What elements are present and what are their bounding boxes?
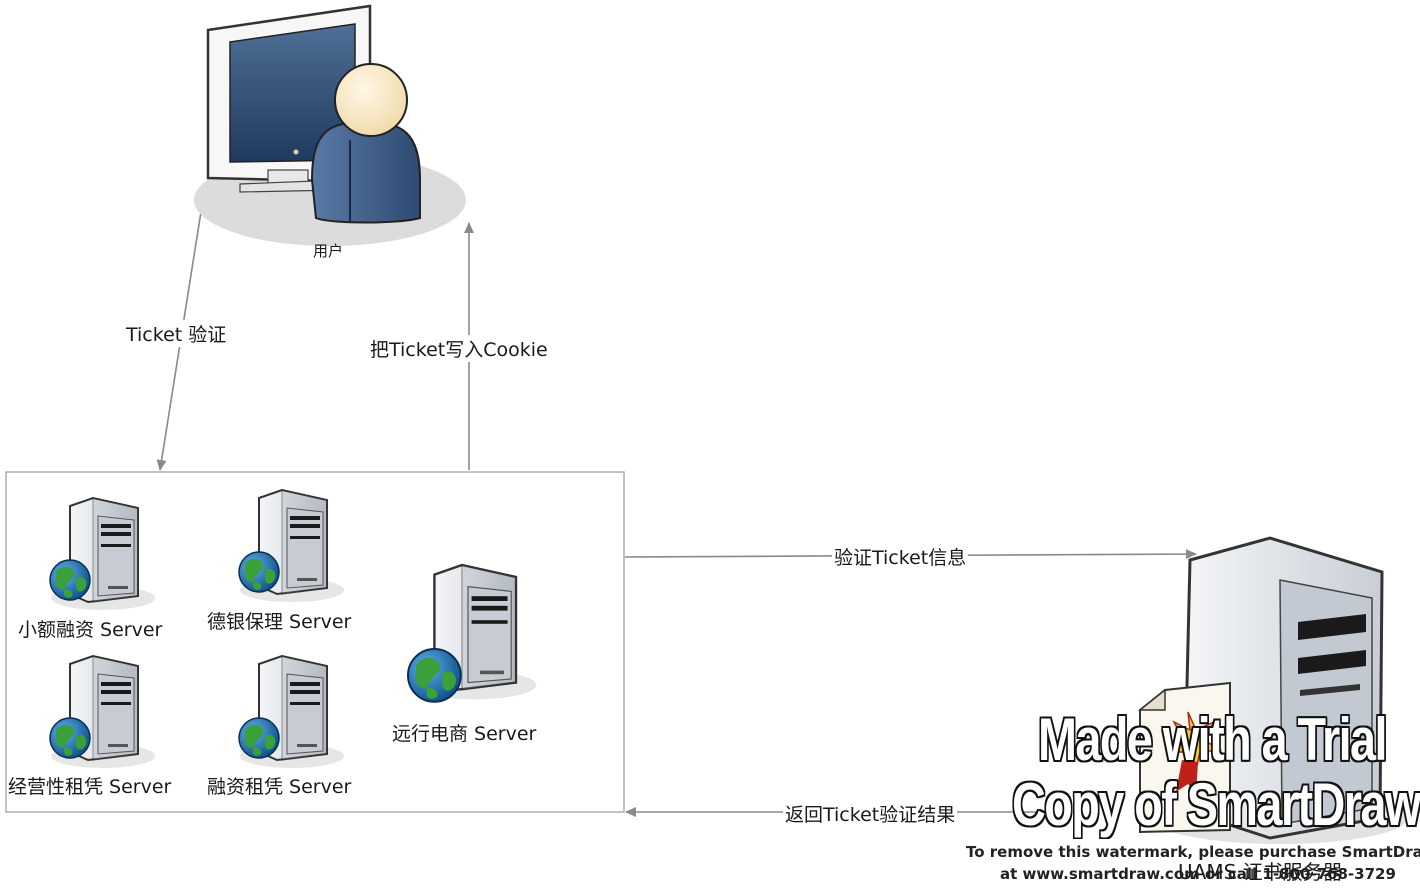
server-icon (49, 497, 156, 611)
uams-server-label: UAMS 证书服务器 (1178, 860, 1343, 884)
user-workstation-icon (194, 4, 466, 246)
server-icon (238, 489, 345, 603)
server-label: 小额融资 Server (18, 619, 163, 641)
verify-ticket-info-label: 验证Ticket信息 (832, 543, 969, 570)
server-label: 远行电商 Server (392, 723, 537, 745)
uams-server-icon (1137, 536, 1408, 844)
server-label: 融资租凭 Server (207, 776, 352, 798)
watermark-line1: Made with a Trial (1038, 706, 1388, 773)
server-icon (407, 563, 538, 703)
watermark-note-line2: at www.smartdraw.com or call 1-800-768-3… (1000, 865, 1396, 883)
server-label: 经营性租凭 Server (8, 776, 172, 798)
ticket-verify-label: Ticket 验证 (124, 320, 229, 347)
server-icon (49, 655, 156, 769)
server-label: 德银保理 Server (207, 611, 352, 633)
watermark-line2: Copy of SmartDraw (1012, 771, 1420, 838)
user-label: 用户 (313, 242, 344, 260)
write-cookie-label: 把Ticket写入Cookie (368, 335, 550, 362)
server-icon (238, 655, 345, 769)
watermark-note-line1: To remove this watermark, please purchas… (966, 843, 1420, 861)
server-group-box (5, 471, 625, 813)
return-result-label: 返回Ticket验证结果 (783, 800, 958, 827)
